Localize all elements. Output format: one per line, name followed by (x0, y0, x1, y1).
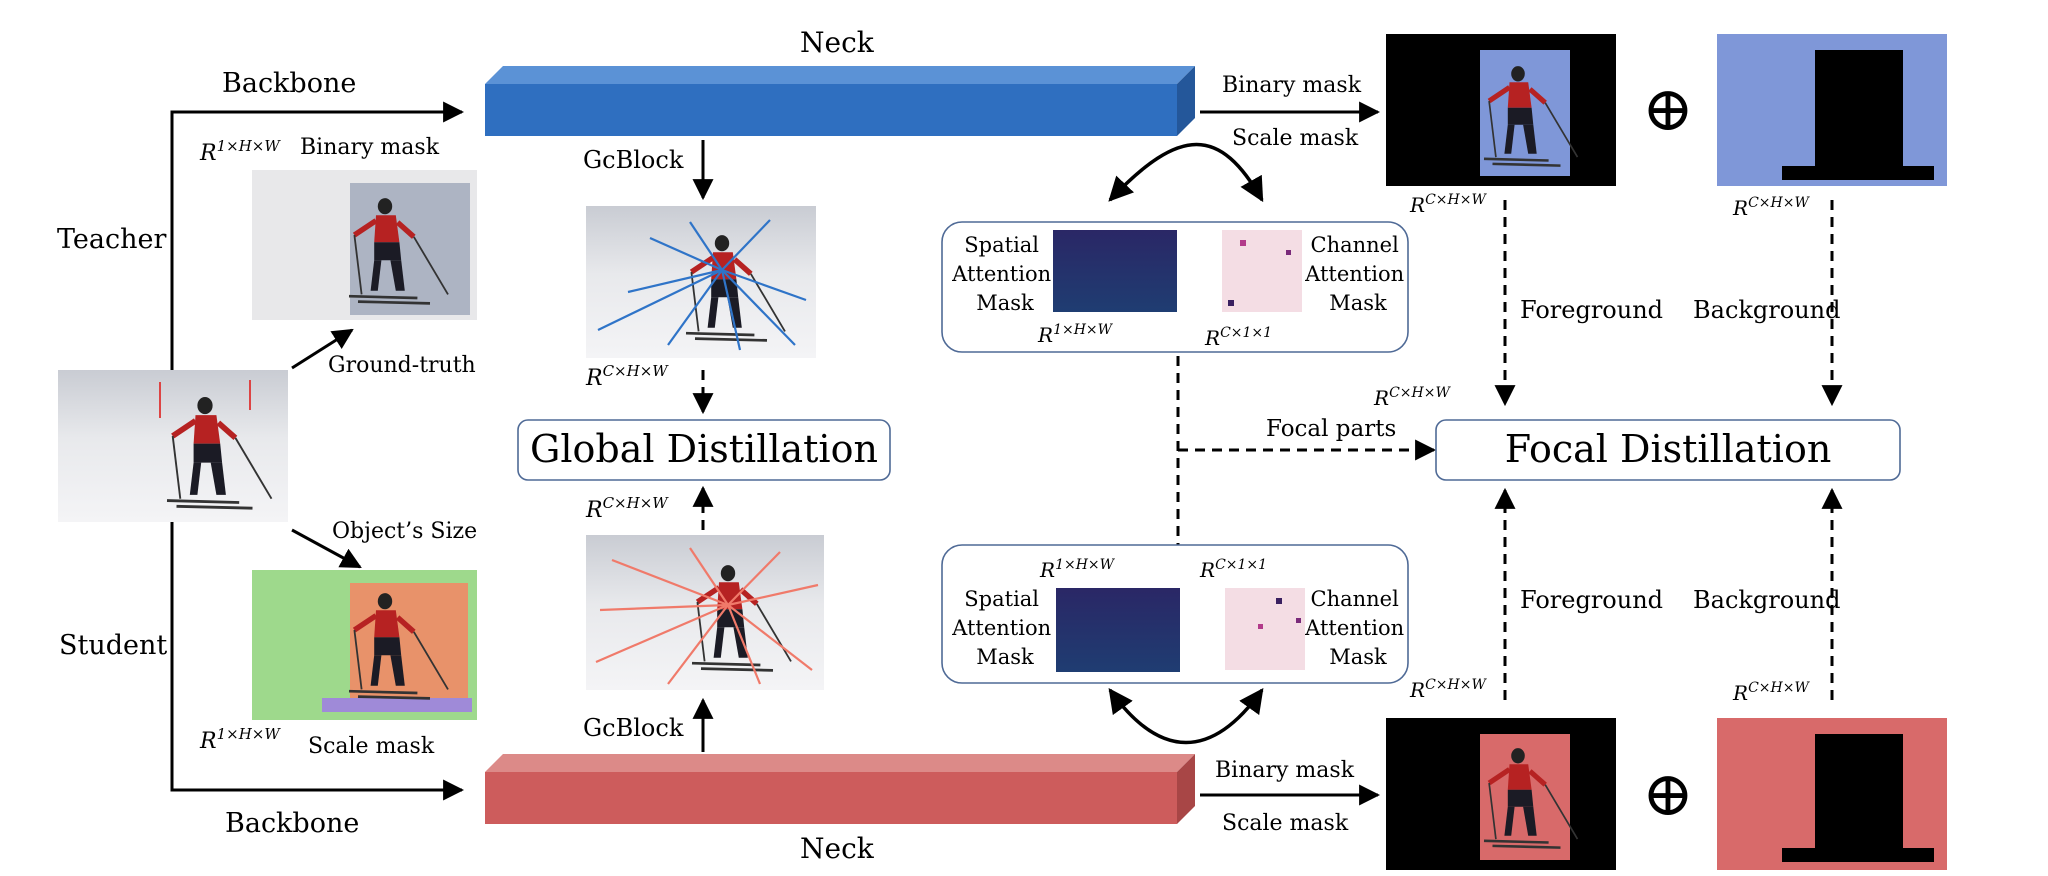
student-foreground-image (1386, 718, 1616, 870)
student-attention-curved-arrow (1108, 688, 1264, 745)
rchw-teacher-bg: RC×H×W (1732, 195, 1810, 220)
foreground-bottom-label: Foreground (1520, 586, 1663, 614)
r1hw-binary: R1×H×W (199, 137, 281, 166)
gcblock-bottom-label: GcBlock (583, 714, 684, 742)
scale-mask-image (252, 570, 477, 720)
scale-mask-left-label: Scale mask (308, 734, 435, 759)
r1hw-teacher-attn: R1×H×W (1037, 322, 1114, 347)
focal-distillation-label: Focal Distillation (1505, 427, 1832, 471)
xor-top: ⊕ (1642, 72, 1694, 145)
foreground-top-label: Foreground (1520, 296, 1663, 324)
binary-mask-image (252, 170, 477, 320)
xor-bottom: ⊕ (1642, 757, 1694, 830)
teacher-gcblock-image (586, 206, 816, 358)
r1hw-student-attn: R1×H×W (1039, 557, 1116, 582)
neck-top-label: Neck (800, 26, 875, 59)
ground-truth-arrow (291, 328, 354, 370)
objects-size-arrow (291, 528, 362, 569)
student-background-image (1717, 718, 1947, 870)
binary-mask-right-bottom-label: Binary mask (1215, 758, 1355, 783)
student-channel-attention-map (1225, 588, 1305, 670)
background-top-label: Background (1693, 296, 1841, 324)
ground-truth-label: Ground-truth (328, 353, 476, 378)
binary-mask-left-label: Binary mask (300, 135, 440, 160)
channel-attention-label-student: Channel Attention Mask (1304, 587, 1411, 669)
rc11-student-attn: RC×1×1 (1199, 557, 1267, 582)
rchw-student-fg: RC×H×W (1409, 677, 1487, 702)
student-label: Student (59, 630, 167, 661)
teacher-channel-attention-map (1222, 230, 1302, 312)
rchw-gc-top: RC×H×W (585, 362, 669, 391)
channel-attention-label: Channel Attention Mask (1304, 233, 1411, 315)
teacher-attention-curved-arrow (1108, 142, 1264, 203)
input-image (58, 370, 288, 522)
rchw-student-bg: RC×H×W (1732, 680, 1810, 705)
rc11-teacher-attn: RC×1×1 (1204, 325, 1272, 350)
scale-mask-right-bottom-label: Scale mask (1222, 811, 1349, 836)
backbone-bottom-label: Backbone (225, 808, 359, 839)
rchw-teacher-fg: RC×H×W (1409, 192, 1487, 217)
scale-mask-right-top-label: Scale mask (1232, 126, 1359, 151)
global-distillation-label: Global Distillation (530, 427, 878, 471)
focal-distillation-box (1435, 419, 1901, 481)
student-spatial-attention-map (1056, 588, 1180, 672)
teacher-neck-bar (485, 66, 1195, 136)
student-gcblock-image (586, 535, 824, 690)
focal-parts-label: Focal parts (1266, 416, 1396, 442)
student-attention-box: Spatial Attention Mask Channel Attention… (941, 544, 1411, 684)
r1hw-scale: R1×H×W (199, 725, 281, 754)
global-distillation-box (517, 419, 891, 481)
binary-mask-right-top-label: Binary mask (1222, 73, 1362, 98)
neck-bottom-label: Neck (800, 832, 875, 865)
background-bottom-label: Background (1693, 586, 1841, 614)
student-branch-line (170, 522, 465, 801)
objects-size-label: Object’s Size (332, 519, 477, 544)
spatial-attention-label: Spatial Attention Mask (951, 233, 1058, 315)
gcblock-top-label: GcBlock (583, 146, 684, 174)
rchw-focal: RC×H×W (1373, 385, 1451, 410)
teacher-spatial-attention-map (1053, 230, 1177, 312)
teacher-branch-line (170, 101, 465, 370)
teacher-foreground-image (1386, 34, 1616, 186)
backbone-top-label: Backbone (222, 68, 356, 99)
spatial-attention-label-student: Spatial Attention Mask (951, 587, 1058, 669)
student-neck-bar (485, 754, 1195, 824)
teacher-attention-box: Spatial Attention Mask Channel Attention… (941, 221, 1411, 353)
teacher-background-image (1717, 34, 1947, 186)
rchw-gc-bottom: RC×H×W (585, 494, 669, 523)
teacher-label: Teacher (57, 224, 166, 255)
